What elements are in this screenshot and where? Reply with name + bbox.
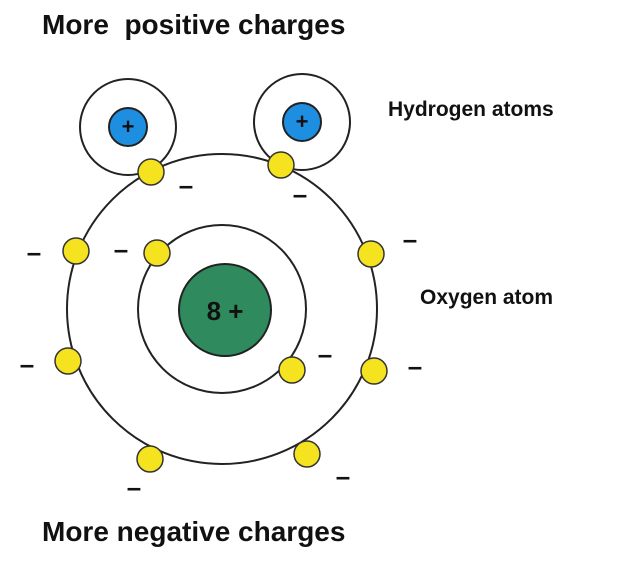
oxygen-nucleus-charge: 8 + xyxy=(207,296,244,326)
negative-sign: – xyxy=(403,224,417,254)
electron xyxy=(62,237,90,265)
electron xyxy=(136,445,164,473)
negative-sign: – xyxy=(127,472,141,502)
hydrogen-left-shell xyxy=(79,78,177,176)
electron xyxy=(143,239,171,267)
electron xyxy=(357,240,385,268)
hydrogen-atoms-label: Hydrogen atoms xyxy=(388,98,554,121)
hydrogen-left-nucleus xyxy=(108,107,148,147)
more-positive-charges-label: More positive charges xyxy=(42,9,346,40)
hydrogen-right-plus: + xyxy=(296,109,309,134)
electron xyxy=(360,357,388,385)
electron xyxy=(267,151,295,179)
negative-sign: – xyxy=(114,234,128,264)
hydrogen-left-plus: + xyxy=(122,114,135,139)
oxygen-atom-label: Oxygen atom xyxy=(420,286,554,309)
more-negative-charges-label: More negative charges xyxy=(42,516,346,547)
oxygen-outer-shell xyxy=(66,153,378,465)
negative-sign: – xyxy=(293,179,307,209)
negative-sign: – xyxy=(179,170,193,200)
negative-sign: – xyxy=(318,339,332,369)
negative-sign: – xyxy=(408,351,422,381)
negative-sign: – xyxy=(336,461,350,491)
electron xyxy=(54,347,82,375)
oxygen-inner-shell xyxy=(137,224,307,394)
hydrogen-right-shell xyxy=(253,73,351,171)
electron xyxy=(278,356,306,384)
oxygen-nucleus xyxy=(178,263,272,357)
hydrogen-right-nucleus xyxy=(282,102,322,142)
electron xyxy=(293,440,321,468)
negative-sign: – xyxy=(27,237,41,267)
negative-sign: – xyxy=(20,349,34,379)
electron xyxy=(137,158,165,186)
